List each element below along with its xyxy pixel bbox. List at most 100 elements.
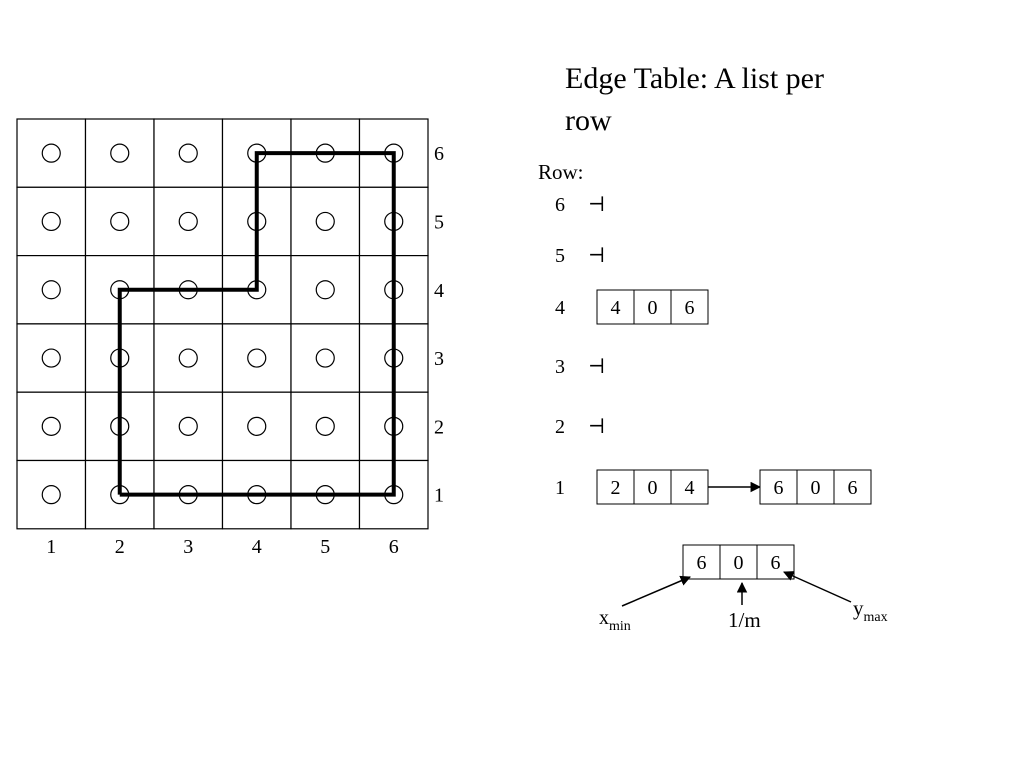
node-field-box: [633, 289, 672, 325]
slide-title-line-2: row: [565, 104, 612, 137]
grid-cell: [16, 255, 87, 325]
grid-cell: [16, 323, 87, 393]
grid-cell: [221, 323, 292, 393]
node-field-box: [596, 289, 635, 325]
pixel-center-circle: [178, 143, 198, 163]
grid-column-label: 1: [46, 536, 56, 558]
grid-column-label: 4: [252, 536, 262, 558]
pixel-center-circle: [247, 416, 267, 436]
node-field-value: 0: [811, 477, 821, 499]
node-field-box: [670, 289, 709, 325]
xmin-label-base: x: [599, 607, 609, 629]
grid-column-labels: 1 2 3 4 5 6: [46, 536, 399, 558]
edge-table-row-label: 4: [555, 297, 565, 319]
null-pointer-symbol: ⊣: [588, 245, 605, 267]
pixel-center-circle: [41, 280, 61, 300]
node-field-value: 6: [685, 297, 695, 319]
grid-cell: [153, 323, 224, 393]
edge-table-row-label: 1: [555, 477, 565, 499]
grid-cell: [153, 391, 224, 462]
node-field-box: [796, 469, 835, 505]
grid-row-labels: 6 5 4 3 2 1: [434, 143, 444, 507]
pixel-center-circle: [315, 280, 335, 300]
node-field-box: [833, 469, 872, 505]
edge-table-row-label: 2: [555, 416, 565, 438]
grid-cell: [16, 186, 87, 257]
pixel-center-circle: [315, 211, 335, 232]
grid-row-label: 6: [434, 143, 444, 165]
edge-table: 6 ⊣ 5 ⊣ 4 4 0 6 3 ⊣ 2 ⊣ 1 2 0 4 6 0 6: [555, 194, 872, 505]
polygon-outline: [117, 151, 396, 497]
slide-title-line-1: Edge Table: A list per: [565, 62, 824, 95]
legend-node-fields: 6 0 6: [682, 544, 795, 580]
grid-column-label: 6: [389, 536, 399, 558]
ymax-label-sub: max: [864, 610, 888, 625]
node-field-value: 6: [771, 552, 781, 574]
null-pointer-symbol: ⊣: [588, 356, 605, 378]
pixel-center-circle: [41, 416, 61, 436]
node-field-value: 0: [648, 297, 658, 319]
slope-label: 1/m: [728, 608, 761, 632]
grid-column-label: 2: [115, 536, 125, 558]
pixel-center-circle: [41, 485, 61, 505]
pixel-center-circle: [41, 143, 61, 163]
edge-table-row-label: 3: [555, 356, 565, 378]
grid-row-label: 2: [434, 416, 444, 438]
grid-cell: [84, 118, 155, 188]
edge-node: 6 0 6: [759, 469, 872, 505]
pixel-center-circle: [178, 348, 198, 368]
grid-cell: [16, 459, 87, 530]
edge-node: 4 0 6: [596, 289, 709, 325]
node-field-value: 0: [734, 552, 744, 574]
node-field-value: 6: [848, 477, 858, 499]
grid-cell: [153, 118, 224, 188]
xmin-label: xmin: [599, 607, 631, 634]
pixel-center-circle: [41, 211, 61, 232]
node-field-value: 6: [774, 477, 784, 499]
grid-column-label: 5: [320, 536, 330, 558]
grid-row-label: 5: [434, 211, 444, 233]
grid-cell: [16, 391, 87, 462]
null-pointer-symbol: ⊣: [588, 416, 605, 438]
slide-title: Edge Table: A list per row: [565, 62, 831, 137]
null-pointer-symbol: ⊣: [588, 194, 605, 216]
node-field-box: [682, 544, 721, 580]
pixel-center-circle: [110, 211, 130, 232]
node-field-value: 0: [648, 477, 658, 499]
grid-cell: [290, 186, 361, 257]
grid-cell: [221, 391, 292, 462]
edge-node-legend: 6 0 6 xmin 1/m ymax: [599, 544, 888, 634]
pixel-center-circle: [110, 143, 130, 163]
grid-cell: [84, 186, 155, 257]
ymax-label: ymax: [853, 596, 888, 625]
edge-table-row-label: 5: [555, 245, 565, 267]
xmin-arrow: [621, 575, 691, 607]
node-field-value: 4: [685, 477, 695, 499]
pixel-center-circle: [178, 416, 198, 436]
pixel-center-circle: [247, 348, 267, 368]
pixel-center-circle: [315, 416, 335, 436]
grid-row-label: 3: [434, 348, 444, 370]
edge-table-row-label: 6: [555, 194, 565, 216]
grid-row-label: 4: [434, 280, 444, 302]
grid-cell: [153, 186, 224, 257]
pixel-center-circle: [315, 348, 335, 368]
node-field-box: [670, 469, 709, 505]
grid-row-label: 1: [434, 485, 444, 507]
ymax-arrow: [783, 571, 852, 603]
legend-node: 6 0 6: [682, 544, 795, 580]
node-field-box: [719, 544, 758, 580]
grid-cell: [290, 255, 361, 325]
ymax-label-base: y: [853, 596, 864, 620]
pixel-center-circle: [178, 211, 198, 232]
grid-column-label: 3: [183, 536, 193, 558]
grid-cell: [290, 323, 361, 393]
grid-cell: [16, 118, 87, 188]
grid-cell: [290, 391, 361, 462]
node-field-value: 4: [611, 297, 621, 319]
xmin-label-sub: min: [609, 619, 631, 634]
node-field-value: 6: [697, 552, 707, 574]
node-field-value: 2: [611, 477, 621, 499]
pixel-center-circle: [41, 348, 61, 368]
